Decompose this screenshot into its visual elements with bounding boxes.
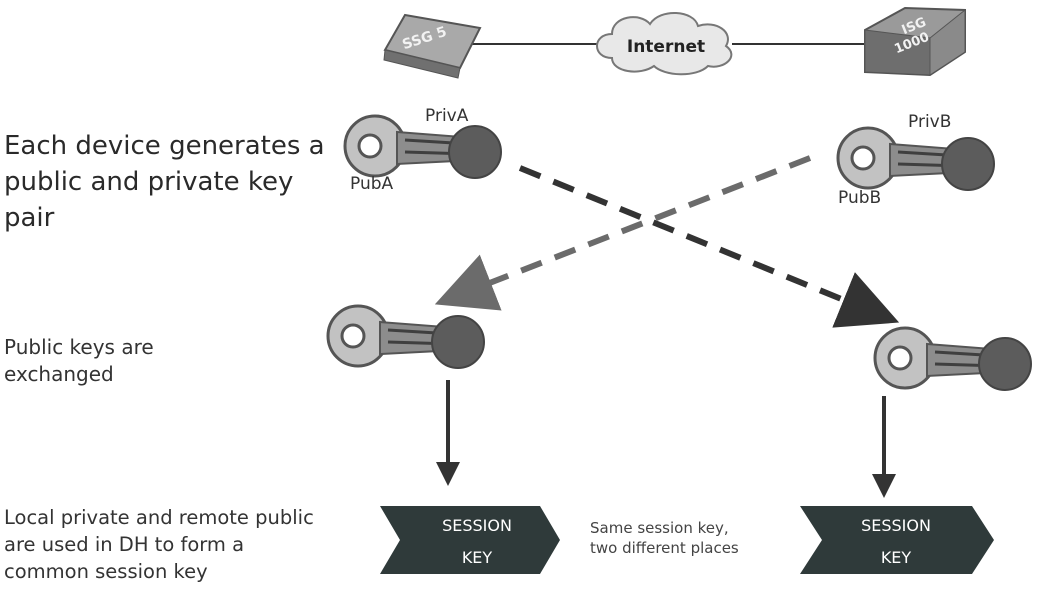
session-left-line1: SESSION: [442, 516, 512, 535]
step3-text: Local private and remote public are used…: [4, 504, 314, 585]
key-pair-a-icon: [343, 114, 503, 180]
pub-a-label: PubA: [350, 174, 394, 194]
step3-line2: are used in DH to form a: [4, 533, 245, 556]
exchange-arrow-b-to-a: [434, 155, 812, 311]
session-key-left-banner: SESSION KEY: [380, 506, 560, 574]
session-right-line1: SESSION: [861, 516, 931, 535]
session-left-line2: KEY: [462, 548, 493, 567]
pub-b-label: PubB: [838, 188, 882, 208]
note-line1: Same session key,: [590, 519, 729, 537]
exchange-arrow-a-to-b: [518, 165, 900, 328]
step3-line1: Local private and remote public: [4, 506, 314, 529]
step1-line2: public and private key: [4, 167, 294, 197]
priv-b-label: PrivB: [908, 112, 952, 132]
step3-line3: common session key: [4, 560, 208, 583]
session-right-line2: KEY: [881, 548, 912, 567]
step1-line3: pair: [4, 203, 55, 233]
priv-a-label: PrivA: [425, 106, 469, 126]
step1-text: Each device generates a public and priva…: [4, 128, 325, 236]
step2-text: Public keys are exchanged: [4, 334, 154, 388]
internet-label: Internet: [627, 37, 705, 57]
step1-line1: Each device generates a: [4, 131, 325, 161]
step2-line2: exchanged: [4, 362, 114, 386]
same-session-key-note: Same session key, two different places: [590, 518, 739, 558]
isg1000-device-icon: ISG 1000: [864, 6, 966, 77]
internet-cloud-icon: Internet: [596, 11, 733, 76]
step2-line1: Public keys are: [4, 335, 154, 359]
ssg5-device-icon: SSG 5: [383, 13, 482, 79]
key-received-a-icon: [326, 304, 486, 370]
note-line2: two different places: [590, 539, 739, 557]
key-received-b-icon: [873, 326, 1033, 392]
session-key-right-banner: SESSION KEY: [800, 506, 994, 574]
key-pair-b-icon: [836, 126, 996, 192]
